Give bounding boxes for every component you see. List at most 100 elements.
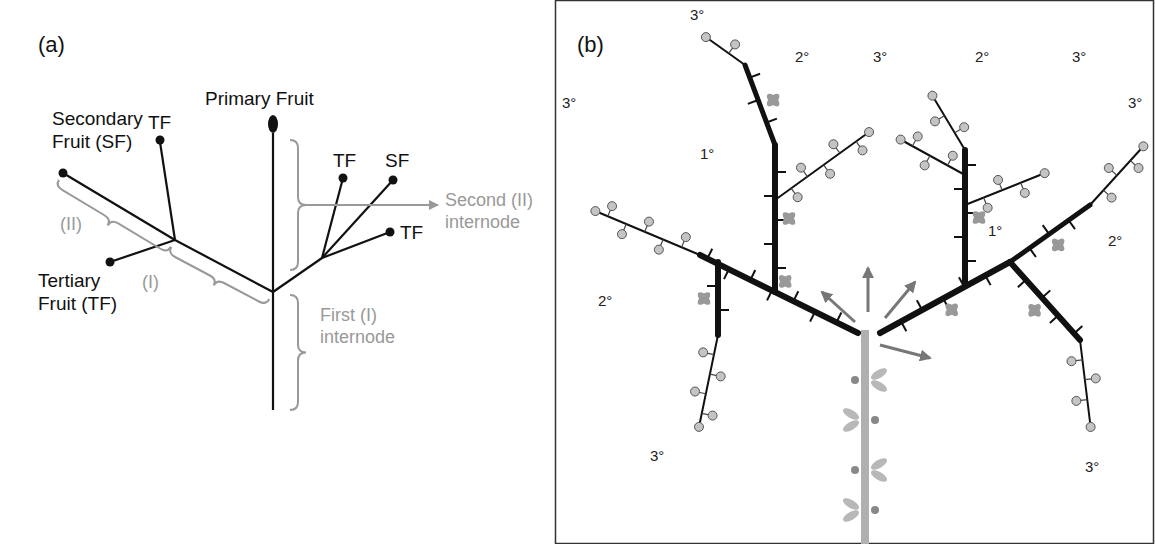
panel-frame [556, 1, 1154, 544]
fruit [1040, 169, 1049, 178]
axis-branch [715, 262, 721, 335]
fruit-branch [905, 142, 965, 175]
flower [781, 210, 798, 227]
axis-branch [1010, 205, 1090, 262]
bract [965, 260, 976, 262]
branch [322, 180, 393, 258]
fruit [1067, 357, 1076, 366]
flower [765, 92, 782, 109]
axis-branch [880, 262, 1010, 333]
fruit [865, 128, 874, 137]
leaf [841, 508, 861, 524]
fruit [1104, 164, 1113, 173]
fruit [983, 203, 992, 212]
fruit-branch [1090, 150, 1140, 205]
bract [1069, 220, 1075, 229]
bract [764, 243, 775, 245]
order-label: 2° [598, 292, 612, 310]
fruit [694, 422, 703, 431]
leaf [869, 378, 889, 394]
bract [954, 188, 965, 190]
flower [943, 301, 960, 318]
bract [1042, 290, 1050, 297]
bract [1018, 280, 1026, 287]
leaf [841, 496, 861, 512]
growth-arrow [885, 282, 915, 318]
fruit [930, 117, 939, 126]
fruit-dot [59, 169, 68, 178]
fruit-label: Primary Fruit [205, 88, 314, 111]
bracket [52, 180, 171, 259]
fruit [608, 202, 617, 211]
flower [765, 92, 782, 109]
bract [707, 285, 718, 287]
fruit [928, 91, 937, 100]
fruit [896, 135, 905, 144]
fruit [1091, 374, 1100, 383]
bract [718, 309, 729, 311]
bract [775, 171, 786, 173]
order-label: 3° [690, 6, 704, 24]
fruit-label: TF [333, 150, 356, 173]
branch-tree [591, 33, 1148, 432]
fruit [1086, 422, 1095, 431]
flower [781, 210, 798, 227]
bract [1043, 225, 1049, 234]
order-label: 3° [562, 94, 576, 112]
fruit [699, 348, 708, 357]
bract [750, 270, 755, 280]
flower [1050, 236, 1067, 253]
fruit [858, 146, 867, 155]
order-label: 2° [795, 48, 809, 66]
fruit-dot [106, 258, 115, 267]
main-axis [272, 133, 274, 410]
growth-arrow [867, 268, 870, 312]
fruit [1020, 188, 1029, 197]
fruit [1107, 193, 1116, 202]
fruit [948, 151, 957, 160]
fruit-label: Tertiary Fruit (TF) [38, 270, 130, 316]
branch [322, 232, 390, 258]
bract [965, 164, 976, 166]
fruit [644, 217, 653, 226]
fruit [591, 207, 600, 216]
internode-label: Second (II) internode [445, 190, 557, 233]
fruit [994, 175, 1003, 184]
bract [707, 249, 712, 259]
axis-branch [1010, 262, 1080, 340]
bract [767, 119, 777, 123]
panel-letter: (b) [577, 32, 604, 58]
fruit [913, 132, 922, 141]
fruit [796, 163, 805, 172]
order-label: 2° [1108, 232, 1122, 250]
leaf [869, 468, 889, 484]
bract [793, 291, 798, 301]
fruit [1134, 164, 1143, 173]
fruit [1139, 142, 1148, 151]
growth-arrow [880, 345, 930, 358]
bract [1050, 316, 1058, 323]
fruit-branch [775, 135, 865, 200]
fruit-label: SF [385, 150, 409, 173]
flower [777, 273, 794, 290]
bract [1074, 326, 1082, 333]
fruit [920, 161, 929, 170]
bud [851, 376, 859, 384]
fruit-branch [1080, 340, 1090, 422]
bract [767, 291, 772, 301]
internode-label: (I) [142, 272, 159, 294]
fruit [681, 233, 690, 242]
main-stem [841, 330, 889, 544]
pointer-arrow [306, 204, 438, 206]
fruit [617, 230, 626, 239]
fruit-dot [339, 174, 348, 183]
fruit-dot [386, 228, 395, 237]
flower [1050, 236, 1067, 253]
bract [724, 269, 729, 279]
fruit-label: TF [400, 222, 423, 245]
flower [1026, 302, 1043, 319]
fruit [716, 372, 725, 381]
bract [1030, 248, 1036, 257]
leaf [869, 366, 889, 382]
